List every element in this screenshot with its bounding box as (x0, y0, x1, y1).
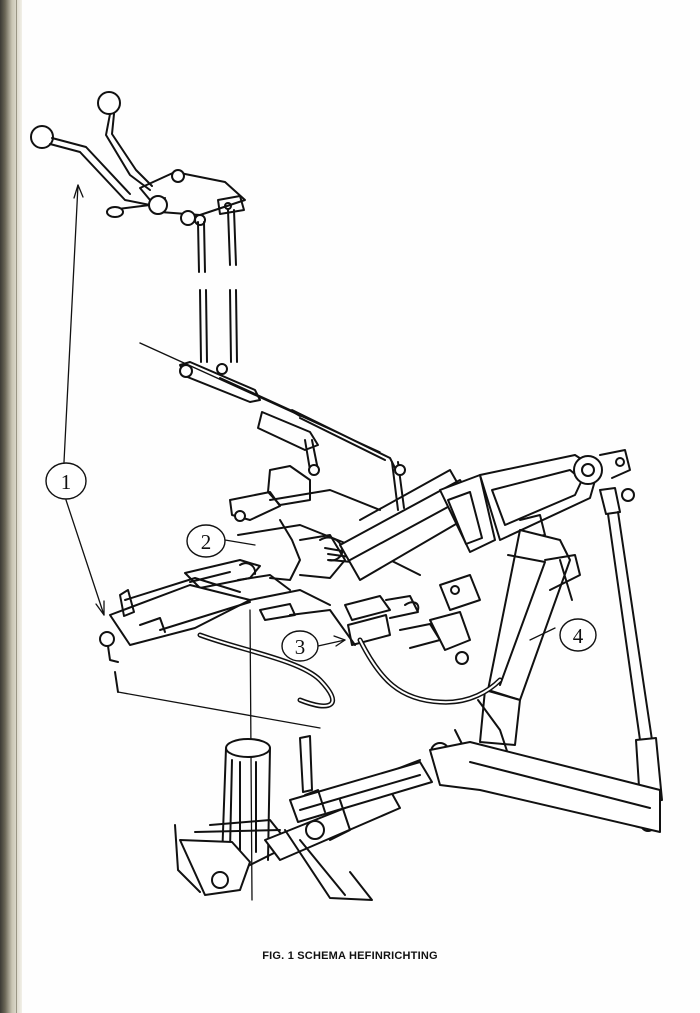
callout-3-label: 3 (295, 635, 306, 659)
callout-3: 3 (281, 630, 319, 662)
ram-cylinder (430, 529, 581, 762)
leader-lines (63, 184, 556, 901)
callout-4: 4 (559, 618, 597, 652)
callout-1: 1 (45, 462, 87, 500)
callout-1-label: 1 (61, 470, 72, 494)
figure-caption: FIG. 1 SCHEMA HEFINRICHTING (262, 950, 438, 962)
page-edge-line (16, 0, 17, 1013)
selector-shaft (99, 577, 251, 693)
oil-pipes (197, 609, 503, 709)
control-valve-assembly (184, 465, 481, 665)
vertical-rods (197, 209, 238, 363)
callout-2: 2 (186, 524, 226, 558)
cross-shaft (139, 342, 406, 511)
callout-4-label: 4 (573, 624, 584, 648)
lift-cylinder (339, 449, 631, 581)
callout-2-label: 2 (201, 530, 212, 554)
hydraulic-pump (174, 735, 313, 896)
drive-shaft (264, 761, 433, 901)
control-levers (30, 91, 246, 226)
